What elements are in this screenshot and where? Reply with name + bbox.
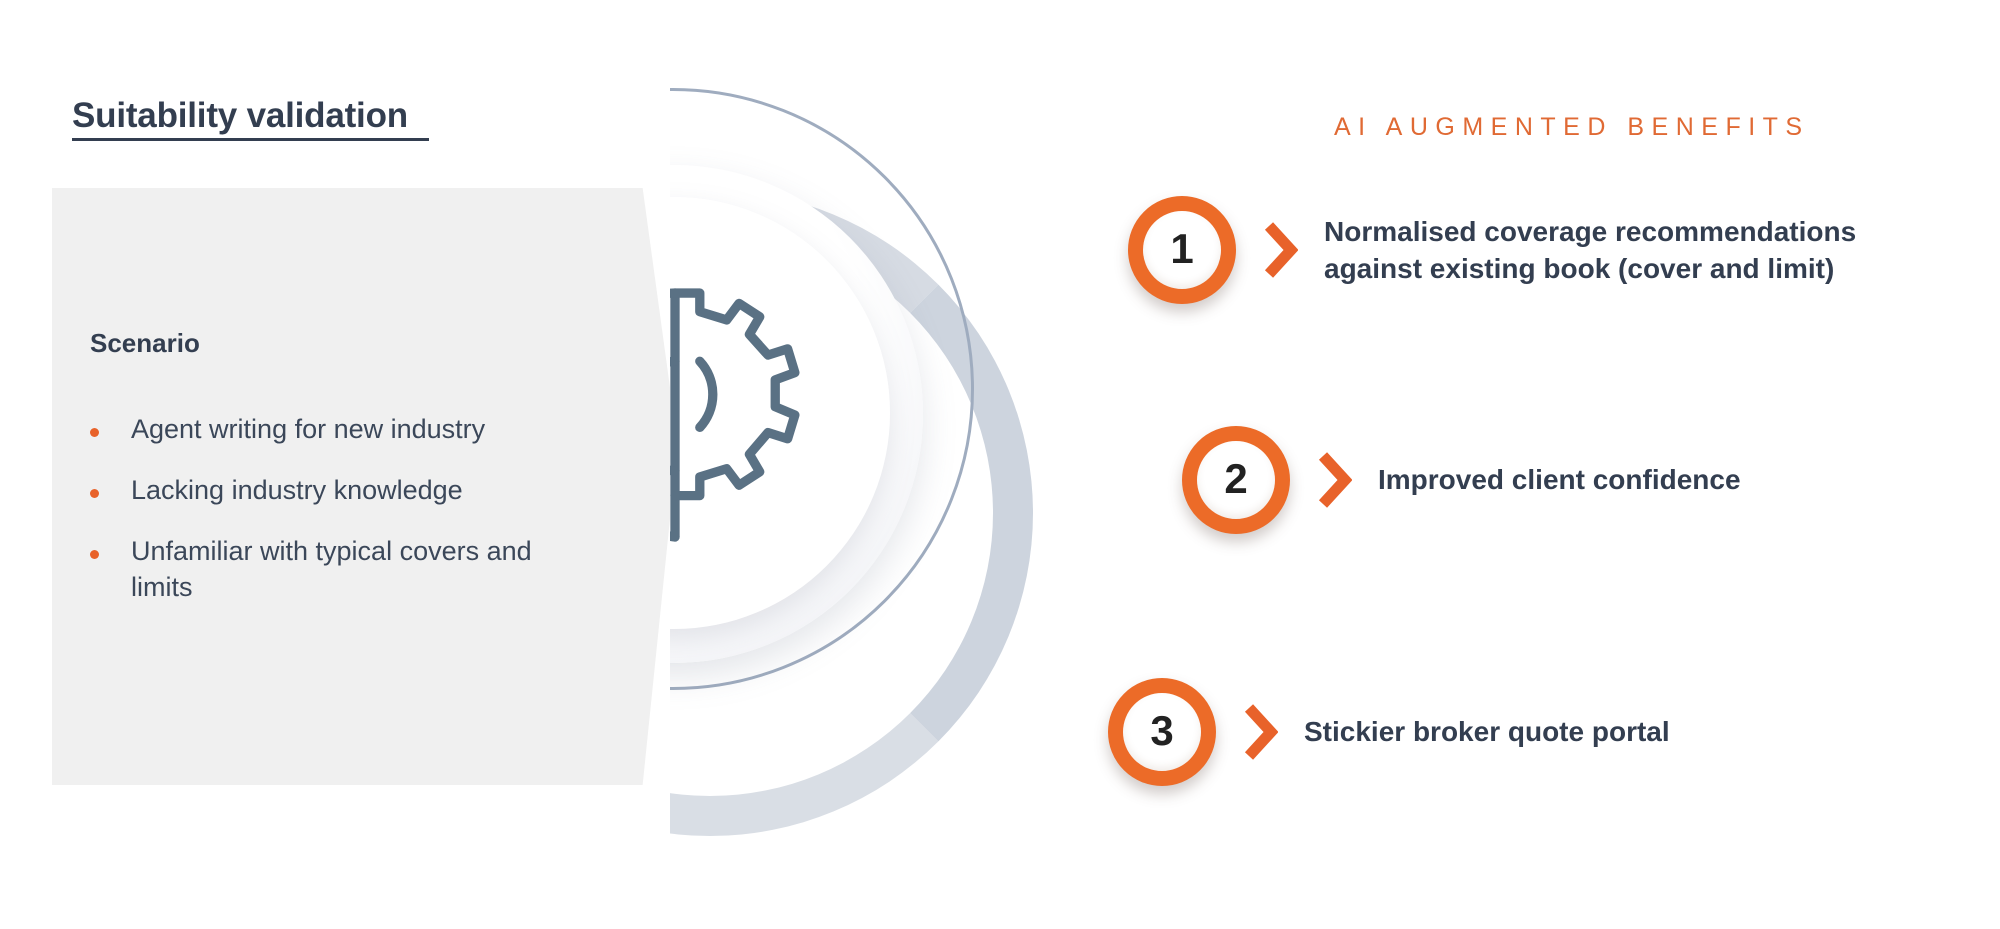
benefit-item-2: 2 Improved client confidence bbox=[1182, 426, 1741, 534]
benefit-number: 1 bbox=[1170, 225, 1194, 272]
list-item: Lacking industry knowledge bbox=[90, 473, 560, 509]
benefit-item-3: 3 Stickier broker quote portal bbox=[1108, 678, 1670, 786]
benefit-item-1: 1 Normalised coverage recommendations ag… bbox=[1128, 196, 1856, 304]
scenario-bullet-text: Agent writing for new industry bbox=[131, 414, 486, 444]
chevron-right-icon bbox=[1264, 222, 1298, 278]
benefit-badge-3: 3 bbox=[1108, 678, 1216, 786]
benefit-text: Improved client confidence bbox=[1378, 464, 1741, 496]
page-title: Suitability validation bbox=[72, 96, 408, 135]
centre-graphic bbox=[670, 60, 1310, 870]
scenario-bullet-text: Lacking industry knowledge bbox=[131, 474, 463, 505]
chevron-right-icon bbox=[1318, 452, 1352, 508]
benefit-badge-2: 2 bbox=[1182, 426, 1290, 534]
scenario-bullet-text: Unfamiliar with typical covers and limit… bbox=[131, 535, 532, 602]
bullet-dot-icon bbox=[90, 488, 99, 498]
scenario-heading: Scenario bbox=[90, 328, 200, 358]
scenario-panel bbox=[52, 188, 677, 785]
bullet-dot-icon bbox=[90, 549, 99, 559]
benefit-number: 2 bbox=[1224, 455, 1248, 502]
scenario-bullet-list: Agent writing for new industry Lacking i… bbox=[90, 412, 560, 631]
page-title-underline bbox=[72, 138, 429, 141]
list-item: Unfamiliar with typical covers and limit… bbox=[90, 534, 560, 606]
benefit-text: Normalised coverage recommendations agai… bbox=[1324, 215, 1857, 284]
brain-gear-icon bbox=[670, 288, 800, 542]
benefit-text: Stickier broker quote portal bbox=[1304, 716, 1670, 748]
benefits-kicker: AI AUGMENTED BENEFITS bbox=[1334, 113, 1810, 141]
benefit-number: 3 bbox=[1150, 707, 1174, 754]
benefit-badge-1: 1 bbox=[1128, 196, 1236, 304]
centre-graphic-clip bbox=[670, 60, 1310, 870]
list-item: Agent writing for new industry bbox=[90, 412, 560, 448]
bullet-dot-icon bbox=[90, 428, 99, 437]
chevron-right-icon bbox=[1244, 704, 1278, 760]
